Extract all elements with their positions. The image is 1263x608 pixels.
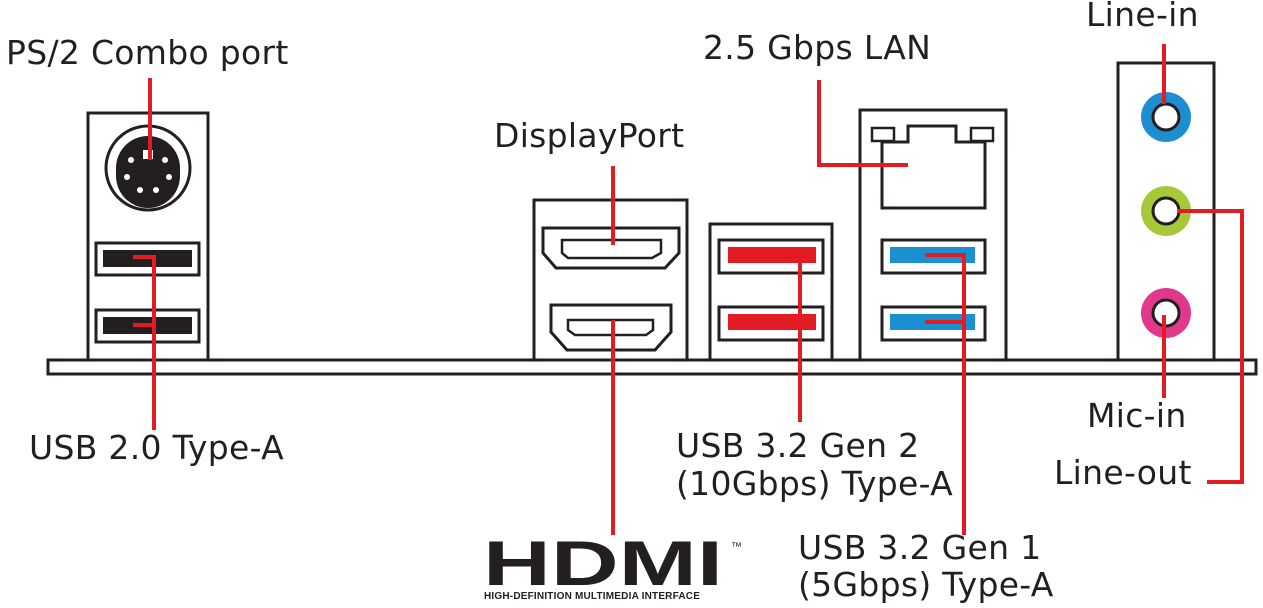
label-lan: 2.5 Gbps LAN <box>703 28 932 67</box>
mic-in-jack <box>1141 288 1191 338</box>
lan-port <box>880 124 987 210</box>
hdmi-logo-subtitle: HIGH-DEFINITION MULTIMEDIA INTERFACE <box>484 591 701 602</box>
ps2-pins <box>124 150 172 193</box>
line-out-jack <box>1141 186 1191 236</box>
label-displayport: DisplayPort <box>494 116 685 155</box>
board-edge <box>46 358 1258 376</box>
callout-line-out <box>1178 209 1244 484</box>
callout-lan <box>817 80 908 167</box>
label-usb32g1-line1: USB 3.2 Gen 1 <box>798 528 1042 567</box>
label-line-out: Line-out <box>1054 453 1192 492</box>
line-in-jack <box>1141 92 1191 142</box>
callout-usb32g2-a <box>762 253 802 422</box>
label-usb20-type-a: USB 2.0 Type-A <box>29 428 284 467</box>
ps2-port-body <box>116 136 180 208</box>
callout-usb20-a <box>133 255 156 430</box>
label-usb32g1-line2: (5Gbps) Type-A <box>798 565 1054 604</box>
hdmi-logo: HDMI ™ <box>483 529 742 599</box>
label-ps2-combo-port: PS/2 Combo port <box>6 33 289 72</box>
callout-usb32g1-a <box>925 253 966 535</box>
hdmi-logo-text: HDMI <box>483 529 723 599</box>
label-usb32g2-line1: USB 3.2 Gen 2 <box>676 426 920 465</box>
hdmi-trademark: ™ <box>731 541 742 553</box>
label-mic-in: Mic-in <box>1087 396 1187 435</box>
label-line-in: Line-in <box>1086 0 1199 34</box>
label-usb32g2-line2: (10Gbps) Type-A <box>676 464 953 503</box>
callout-lines <box>133 44 1244 535</box>
